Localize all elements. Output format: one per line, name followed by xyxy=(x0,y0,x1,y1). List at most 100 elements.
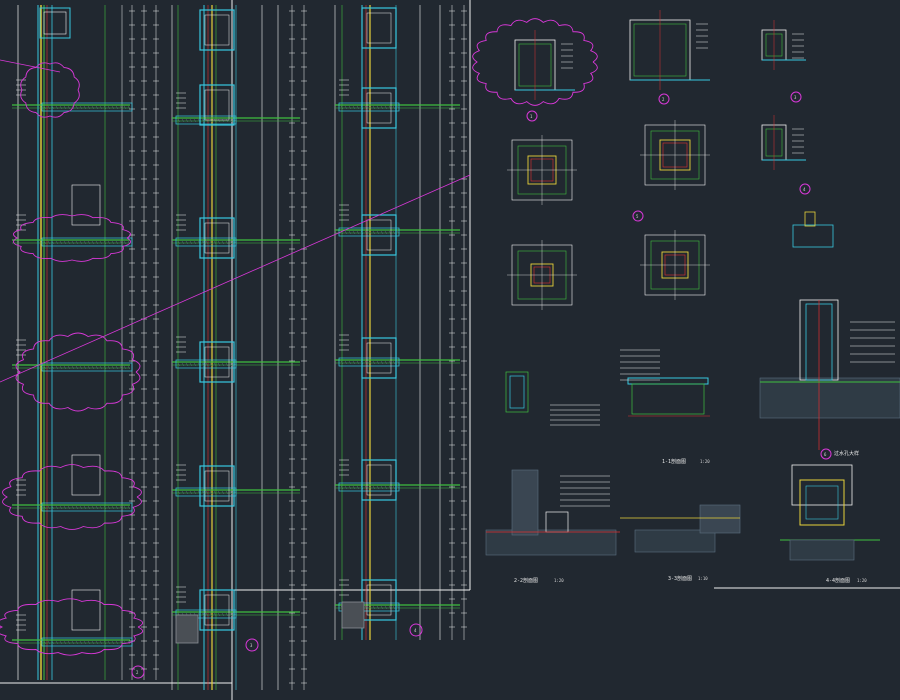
cad-rect xyxy=(759,377,900,419)
cad-line xyxy=(380,605,384,610)
cad-line xyxy=(111,640,115,645)
cad-line xyxy=(87,365,91,370)
cad-line xyxy=(51,365,55,370)
marker-circle xyxy=(526,110,538,122)
cad-rect xyxy=(175,609,237,619)
cad-rect xyxy=(204,89,230,121)
cad-line xyxy=(372,605,376,610)
cad-line xyxy=(229,490,233,495)
cad-rect xyxy=(175,237,237,247)
marker-circle xyxy=(131,665,145,679)
cad-line xyxy=(380,485,384,490)
cad-line xyxy=(55,365,59,370)
cad-line xyxy=(71,365,75,370)
cad-line xyxy=(127,105,131,110)
cad-line xyxy=(213,612,217,617)
cad-line xyxy=(189,362,193,367)
cad-line xyxy=(356,105,360,110)
cad-line xyxy=(225,362,229,367)
cad-line xyxy=(364,360,368,365)
cad-line xyxy=(213,362,217,367)
cad-line xyxy=(71,240,75,245)
cad-rect xyxy=(338,227,400,237)
cad-line xyxy=(185,118,189,123)
marker-label: 5 xyxy=(636,214,639,219)
cad-line xyxy=(95,640,99,645)
marker-circle xyxy=(245,638,259,652)
cad-line xyxy=(115,105,119,110)
cad-line xyxy=(396,485,400,490)
cad-rect xyxy=(39,7,71,39)
cad-line xyxy=(99,365,103,370)
cad-line xyxy=(59,365,63,370)
cad-line xyxy=(372,230,376,235)
cad-line xyxy=(352,105,356,110)
cad-rect xyxy=(338,482,400,492)
cad-line xyxy=(229,362,233,367)
cad-line xyxy=(388,230,392,235)
cad-line xyxy=(364,230,368,235)
cad-rect xyxy=(361,337,397,379)
cad-line xyxy=(392,485,396,490)
cad-line xyxy=(201,240,205,245)
cad-line xyxy=(123,240,127,245)
cad-line xyxy=(352,230,356,235)
cad-line xyxy=(115,240,119,245)
cad-line xyxy=(43,105,47,110)
cad-line xyxy=(79,640,83,645)
cad-rect xyxy=(361,7,397,49)
cad-path xyxy=(472,18,598,106)
cad-rect xyxy=(41,637,133,647)
cad-rect xyxy=(41,362,133,372)
cad-line xyxy=(384,360,388,365)
cad-line xyxy=(384,605,388,610)
cad-line xyxy=(103,505,107,510)
cad-rect xyxy=(361,459,397,501)
cad-line xyxy=(193,240,197,245)
cad-rect xyxy=(204,470,230,502)
cad-line xyxy=(75,240,79,245)
cad-line xyxy=(95,240,99,245)
cad-line xyxy=(396,360,400,365)
cad-line xyxy=(213,240,217,245)
cad-line xyxy=(376,230,380,235)
cad-line xyxy=(356,485,360,490)
cad-line xyxy=(181,240,185,245)
cad-line xyxy=(67,365,71,370)
scale-detail-4: 1:20 xyxy=(857,578,867,583)
cad-line xyxy=(47,640,51,645)
cad-line xyxy=(213,118,217,123)
cad-rect xyxy=(792,224,834,248)
cad-line xyxy=(177,118,181,123)
cad-line xyxy=(376,485,380,490)
cad-line xyxy=(392,605,396,610)
cad-line xyxy=(87,105,91,110)
cad-line xyxy=(225,118,229,123)
cad-line xyxy=(392,105,396,110)
marker-label: 3 xyxy=(794,95,797,100)
cad-rect xyxy=(485,529,617,556)
cad-line xyxy=(185,490,189,495)
caption-detail-1: 1-1剖面图 xyxy=(662,458,686,465)
cad-line xyxy=(193,118,197,123)
cad-line xyxy=(87,505,91,510)
cad-rect xyxy=(338,102,400,112)
cad-line xyxy=(119,505,123,510)
cad-line xyxy=(368,485,372,490)
cad-line xyxy=(55,640,59,645)
cad-line xyxy=(177,490,181,495)
cad-line xyxy=(348,105,352,110)
cad-line xyxy=(372,105,376,110)
scale-detail-3: 1:10 xyxy=(698,576,708,581)
cad-line xyxy=(119,240,123,245)
cad-line xyxy=(181,490,185,495)
cad-line xyxy=(396,605,400,610)
cad-rect xyxy=(366,584,392,616)
cad-line xyxy=(103,365,107,370)
cad-rect xyxy=(366,219,392,251)
cad-line xyxy=(55,105,59,110)
scale-detail-1: 1:20 xyxy=(700,459,710,464)
cad-line xyxy=(67,505,71,510)
